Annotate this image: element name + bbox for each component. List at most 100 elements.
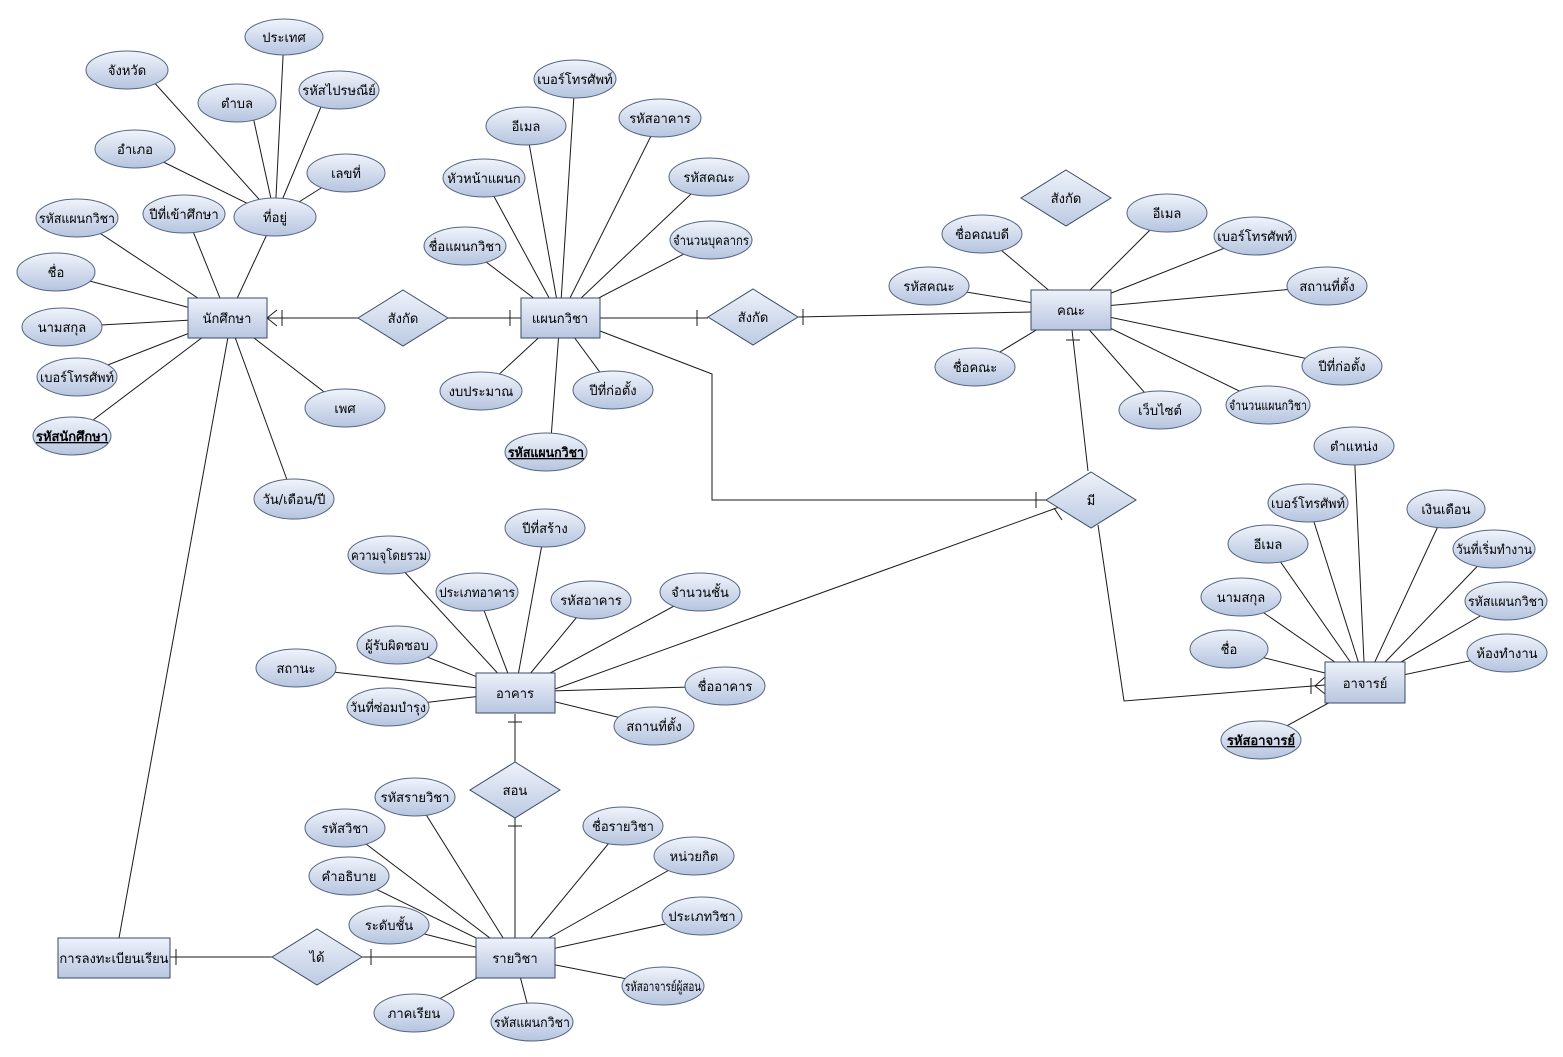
svg-text:ชื่อรายวิชา: ชื่อรายวิชา xyxy=(592,818,654,835)
svg-text:ชื่ออาคาร: ชื่ออาคาร xyxy=(698,678,753,695)
svg-text:วันที่เริ่มทำงาน: วันที่เริ่มทำงาน xyxy=(1456,541,1532,558)
attr-repair-date: วันที่ซ่อมบำรุง xyxy=(346,687,430,727)
svg-text:ปีที่เข้าศึกษา: ปีที่เข้าศึกษา xyxy=(148,206,218,223)
svg-text:ชื่อคณบดี: ชื่อคณบดี xyxy=(955,226,1009,243)
entity-faculty: คณะ xyxy=(1030,289,1112,331)
attr-year-built: ปีที่สร้าง xyxy=(504,508,586,548)
attr-website: เว็บไซต์ xyxy=(1118,390,1202,430)
svg-text:เว็บไซต์: เว็บไซต์ xyxy=(1138,401,1182,419)
attr-phone: เบอร์โทรศัพท์ xyxy=(1267,483,1349,523)
svg-text:จำนวนบุคลากร: จำนวนบุคลากร xyxy=(673,234,749,249)
attr-office: ห้องทำงาน xyxy=(1466,633,1548,673)
svg-text:งบประมาณ: งบประมาณ xyxy=(449,385,514,400)
attr-year-enrolled: ปีที่เข้าศึกษา xyxy=(142,194,226,234)
svg-text:รหัสแผนกวิชา: รหัสแผนกวิชา xyxy=(508,446,584,461)
student-attributes: ประเทศ จังหวัด ตำบล รหัสไปรษณีย์ อำเภอ เ… xyxy=(16,18,386,520)
attr-province: จังหวัด xyxy=(85,50,169,90)
svg-text:เลขที่: เลขที่ xyxy=(331,165,361,182)
svg-text:ประเภทอาคาร: ประเภทอาคาร xyxy=(439,586,515,601)
attr-dept-count: จำนวนแผนกวิชา xyxy=(1225,385,1311,425)
relationship-student-department: สังกัด xyxy=(357,289,449,347)
svg-text:ชื่อ: ชื่อ xyxy=(1221,641,1238,658)
attr-first-name: ชื่อ xyxy=(1189,629,1269,669)
building-attributes: ปีที่สร้าง ความจุโดยรวม ประเภทอาคาร รหัส… xyxy=(255,508,766,746)
attr-faculty-code: รหัสคณะ xyxy=(668,157,750,197)
attr-start-date: วันที่เริ่มทำงาน xyxy=(1452,529,1536,569)
svg-text:สังกัด: สังกัด xyxy=(1051,192,1082,207)
attr-teacher-id: รหัสอาจารย์ xyxy=(1220,720,1302,760)
svg-text:ภาคเรียน: ภาคเรียน xyxy=(388,1006,441,1022)
attr-capacity: ความจุโดยรวม xyxy=(347,535,431,575)
attr-district: อำเภอ xyxy=(94,129,176,169)
svg-text:ปีที่ก่อตั้ง: ปีที่ก่อตั้ง xyxy=(1317,357,1365,375)
svg-text:อาจารย์: อาจารย์ xyxy=(1343,676,1388,692)
course-attributes: รหัสรายวิชา รหัสวิชา ชื่อรายวิชา หน่วยกิ… xyxy=(304,777,743,1042)
svg-text:ที่อยู่: ที่อยู่ xyxy=(263,209,287,226)
attr-course-code: รหัสรายวิชา xyxy=(374,777,456,817)
attr-phone: เบอร์โทรศัพท์ xyxy=(1213,216,1297,256)
svg-text:เบอร์โทรศัพท์: เบอร์โทรศัพท์ xyxy=(40,370,114,386)
attr-house-no: เลขที่ xyxy=(306,153,386,193)
svg-text:มี: มี xyxy=(1087,493,1096,509)
svg-text:วัน/เดือน/ปี: วัน/เดือน/ปี xyxy=(263,492,326,508)
svg-text:หัวหน้าแผนก: หัวหน้าแผนก xyxy=(447,172,520,187)
entity-teacher: อาจารย์ xyxy=(1324,661,1406,704)
attr-gender: เพศ xyxy=(304,388,386,428)
svg-text:ห้องทำงาน: ห้องทำงาน xyxy=(1476,647,1537,662)
relationship-department-faculty: สังกัด xyxy=(707,288,799,346)
svg-text:คณะ: คณะ xyxy=(1057,304,1085,319)
svg-text:อีเมล: อีเมล xyxy=(1152,206,1181,222)
svg-text:ประเภทวิชา: ประเภทวิชา xyxy=(668,910,735,925)
attr-name: ชื่ออาคาร xyxy=(684,666,766,706)
attr-location: สถานที่ตั้ง xyxy=(613,706,695,746)
attr-teacher-code: รหัสอาจารย์ผู้สอน xyxy=(621,966,705,1006)
svg-text:ผู้รับผิดชอบ: ผู้รับผิดชอบ xyxy=(365,639,429,654)
svg-text:สถานะ: สถานะ xyxy=(277,662,316,677)
attr-floors: จำนวนชั้น xyxy=(659,572,741,612)
svg-text:นักศึกษา: นักศึกษา xyxy=(203,312,252,327)
attr-salary: เงินเดือน xyxy=(1406,489,1486,529)
svg-text:อาคาร: อาคาร xyxy=(496,687,534,702)
svg-text:คำอธิบาย: คำอธิบาย xyxy=(322,870,377,885)
attr-location: สถานที่ตั้ง xyxy=(1286,266,1368,306)
attr-status: สถานะ xyxy=(255,648,337,688)
attr-first-name: ชื่อ xyxy=(16,252,96,292)
svg-text:ความจุโดยรวม: ความจุโดยรวม xyxy=(351,548,427,564)
svg-text:เงินเดือน: เงินเดือน xyxy=(1421,502,1470,518)
svg-text:รหัสแผนกวิชา: รหัสแผนกวิชา xyxy=(1468,595,1544,610)
relationship-floating: สังกัด xyxy=(1020,169,1112,227)
svg-text:แผนกวิชา: แผนกวิชา xyxy=(532,312,588,327)
svg-text:เบอร์โทรศัพท์: เบอร์โทรศัพท์ xyxy=(537,72,612,88)
svg-text:ชื่อ: ชื่อ xyxy=(48,264,65,281)
svg-text:หน่วยกิต: หน่วยกิต xyxy=(670,850,719,865)
attr-semester: ภาคเรียน xyxy=(373,993,455,1033)
attr-position: ตำแหน่ง xyxy=(1313,426,1395,466)
attr-phone: เบอร์โทรศัพท์ xyxy=(36,357,118,397)
attr-country: ประเทศ xyxy=(244,18,324,56)
svg-text:เบอร์โทรศัพท์: เบอร์โทรศัพท์ xyxy=(1217,229,1292,245)
department-attributes: เบอร์โทรศัพท์ อีเมล รหัสอาคาร หัวหน้าแผน… xyxy=(423,59,753,472)
attr-description: คำอธิบาย xyxy=(308,856,390,896)
attr-dept-code: รหัสแผนกวิชา xyxy=(35,198,119,238)
svg-text:วันที่ซ่อมบำรุง: วันที่ซ่อมบำรุง xyxy=(350,699,426,716)
svg-text:รหัสไปรษณีย์: รหัสไปรษณีย์ xyxy=(302,83,376,99)
attr-name: ชื่อรายวิชา xyxy=(582,806,664,846)
svg-text:รายวิชา: รายวิชา xyxy=(492,952,537,967)
svg-text:รหัสแผนกวิชา: รหัสแผนกวิชา xyxy=(494,1016,570,1031)
svg-text:สถานที่ตั้ง: สถานที่ตั้ง xyxy=(1299,277,1354,295)
faculty-attributes: อีเมล ชื่อคณบดี เบอร์โทรศัพท์ รหัสคณะ สถ… xyxy=(888,193,1383,430)
attr-email: อีเมล xyxy=(1227,524,1309,564)
entity-registration: การลงทะเบียนเรียน xyxy=(57,937,171,979)
relationship-gets: ได้ xyxy=(271,928,363,986)
attr-name: ชื่อคณะ xyxy=(934,347,1016,387)
svg-text:จังหวัด: จังหวัด xyxy=(108,64,146,79)
relationships: สังกัด สังกัด สังกัด มี สอน ได้ xyxy=(271,169,1137,986)
svg-text:ระดับชั้น: ระดับชั้น xyxy=(365,916,413,934)
attr-head: หัวหน้าแผนก xyxy=(442,158,526,198)
svg-text:อีเมล: อีเมล xyxy=(511,119,540,135)
svg-text:สังกัด: สังกัด xyxy=(738,311,769,326)
attr-manager: ผู้รับผิดชอบ xyxy=(356,625,438,665)
svg-text:อีเมล: อีเมล xyxy=(1253,537,1282,553)
svg-text:การลงทะเบียนเรียน: การลงทะเบียนเรียน xyxy=(59,951,168,967)
